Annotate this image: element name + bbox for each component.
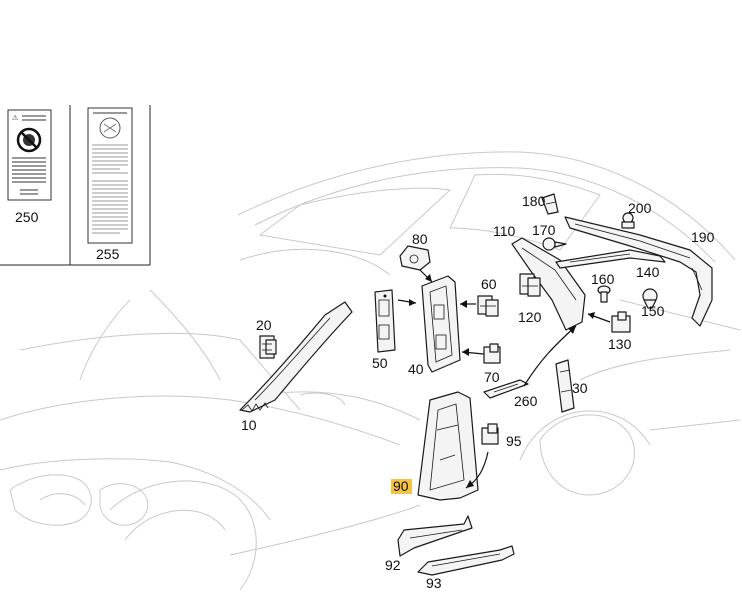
callout-10: 10 xyxy=(241,417,257,433)
warning-sticker-255 xyxy=(87,107,133,244)
callout-50: 50 xyxy=(372,355,388,371)
sticker-panel: ⚠ 250 xyxy=(0,105,151,266)
part-10-a-pillar-trim[interactable] xyxy=(239,301,353,413)
callout-180: 180 xyxy=(522,193,546,209)
callout-120: 120 xyxy=(518,309,542,325)
callout-93: 93 xyxy=(426,575,442,591)
car-ghost-outline xyxy=(0,151,741,591)
callout-80: 80 xyxy=(412,231,428,247)
warning-sticker-250: ⚠ xyxy=(7,109,52,201)
part-50-b-pillar-upper-inner[interactable] xyxy=(374,289,396,353)
part-150-clip[interactable] xyxy=(642,288,658,309)
callout-90-highlight xyxy=(391,479,412,494)
svg-text:⚠: ⚠ xyxy=(12,114,18,122)
callout-30: 30 xyxy=(572,380,588,396)
callout-200: 200 xyxy=(628,200,652,216)
callout-190: 190 xyxy=(691,229,715,245)
callout-255: 255 xyxy=(96,246,120,262)
callout-40: 40 xyxy=(408,361,424,377)
callout-250: 250 xyxy=(15,209,39,225)
part-30-bracket[interactable] xyxy=(555,359,575,413)
part-93-strip[interactable] xyxy=(417,545,515,576)
callout-160: 160 xyxy=(591,271,615,287)
no-child-seat-icon xyxy=(16,127,42,153)
part-92-bracket[interactable] xyxy=(397,515,473,557)
part-180-bracket[interactable] xyxy=(541,193,559,215)
callout-92: 92 xyxy=(385,557,401,573)
part-160-push-pin[interactable] xyxy=(597,285,611,303)
callout-90: 90 xyxy=(393,478,409,494)
arrow-260-110 xyxy=(523,325,577,387)
callout-260: 260 xyxy=(514,393,538,409)
part-60-clip[interactable] xyxy=(477,295,499,317)
callout-60: 60 xyxy=(481,276,497,292)
part-80-cover[interactable] xyxy=(399,245,431,271)
part-90-b-pillar-lower-trim[interactable] xyxy=(417,391,479,501)
callout-20: 20 xyxy=(256,317,272,333)
callout-150: 150 xyxy=(641,303,665,319)
callout-130: 130 xyxy=(608,336,632,352)
part-170-screw[interactable] xyxy=(542,237,567,251)
part-40-b-pillar-upper-trim[interactable] xyxy=(421,275,461,373)
part-200-clip[interactable] xyxy=(621,212,635,229)
callout-70: 70 xyxy=(484,369,500,385)
callout-95: 95 xyxy=(506,433,522,449)
callout-170: 170 xyxy=(532,222,556,238)
callout-140: 140 xyxy=(636,264,660,280)
part-190-rail-trim[interactable] xyxy=(564,216,713,327)
part-20-clip[interactable] xyxy=(259,335,277,359)
part-130-clip[interactable] xyxy=(611,311,631,333)
part-95-clip[interactable] xyxy=(481,423,499,445)
part-120-clip[interactable] xyxy=(519,273,541,297)
part-70-clip[interactable] xyxy=(483,343,501,364)
callout-110: 110 xyxy=(493,223,516,239)
part-260-strip[interactable] xyxy=(483,379,529,399)
part-140-strip[interactable] xyxy=(555,249,666,269)
